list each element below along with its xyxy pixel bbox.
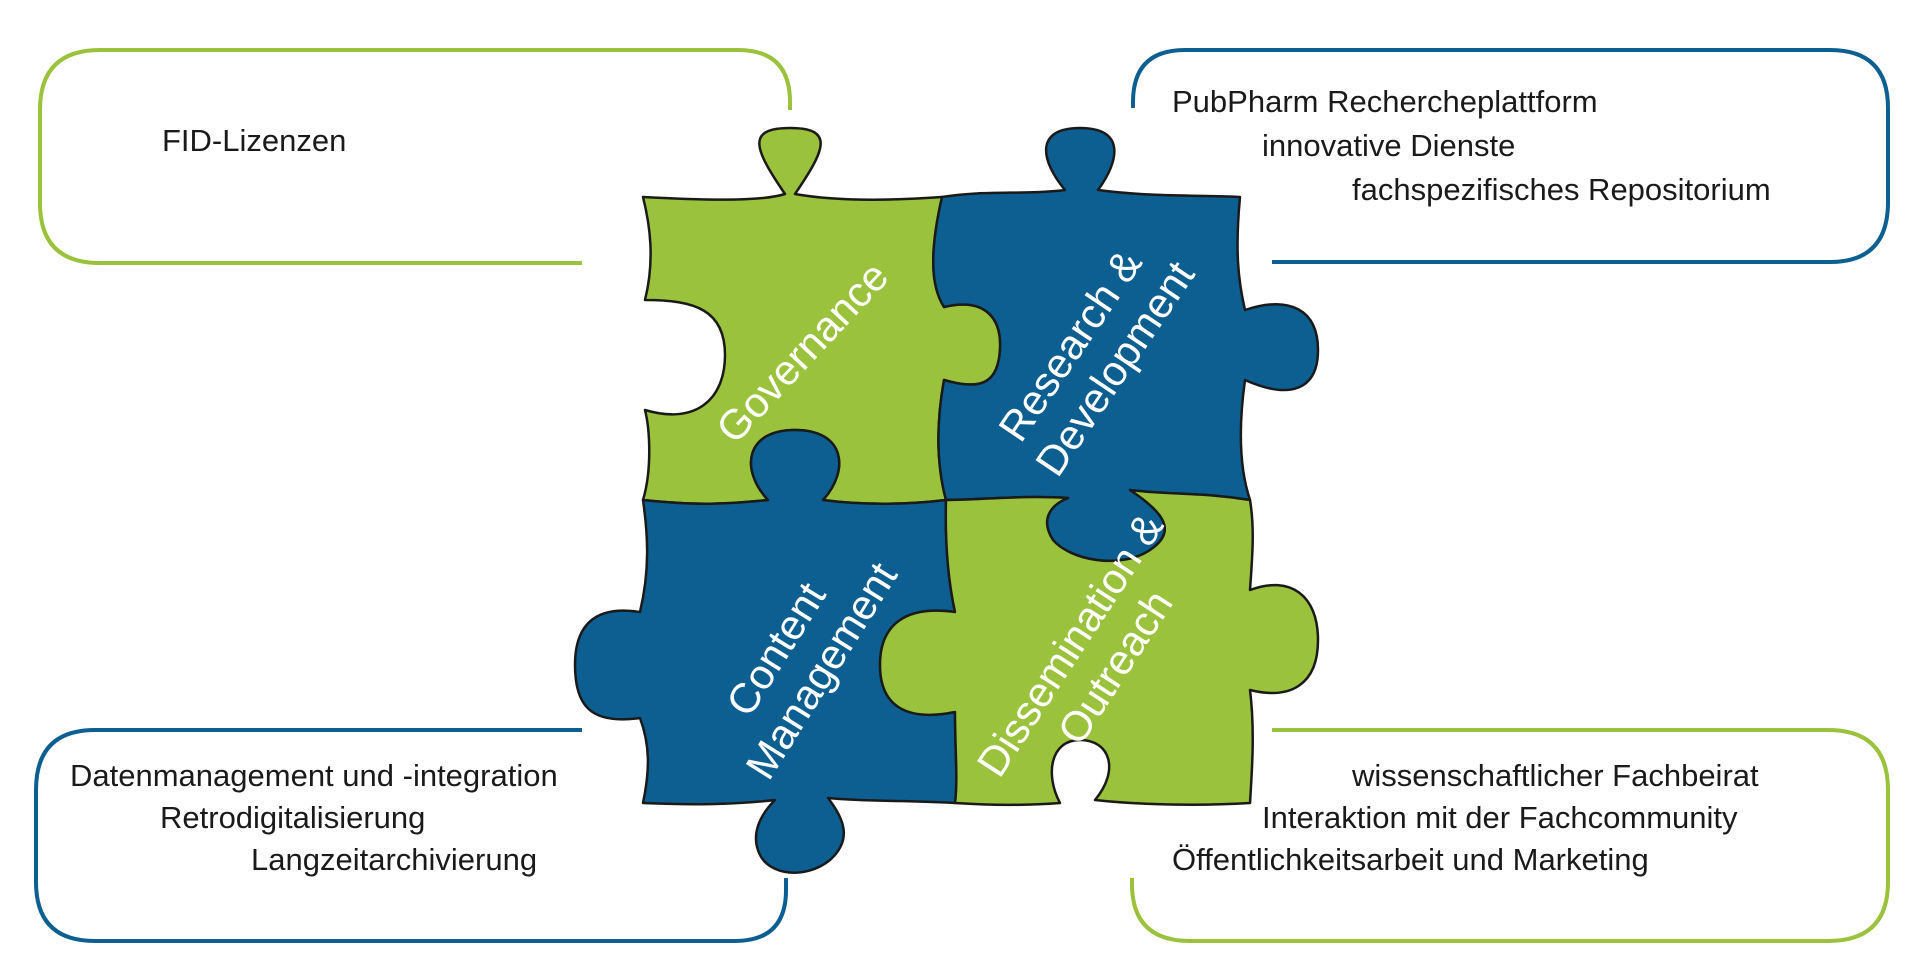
box-top-right-line-2: innovative Dienste	[1262, 128, 1516, 163]
box-top-left-line-1: FID-Lizenzen	[162, 123, 347, 158]
puzzle-piece-dissemination	[878, 488, 1320, 807]
box-top-right-line-3: fachspezifisches Repositorium	[1352, 172, 1771, 207]
box-top-left-outline	[38, 48, 792, 265]
box-bottom-right-line-1: wissenschaftlicher Fachbeirat	[1352, 758, 1759, 793]
box-top-right-outline	[1131, 48, 1890, 264]
box-bottom-left-line-1: Datenmanagement und -integration	[70, 758, 558, 793]
box-bottom-right-line-3: Öffentlichkeitsarbeit und Marketing	[1172, 842, 1649, 877]
box-top-right-line-1: PubPharm Rechercheplattform	[1172, 84, 1598, 119]
box-bottom-right-line-2: Interaktion mit der Fachcommunity	[1262, 800, 1738, 835]
puzzle-piece-content	[573, 428, 958, 874]
box-bottom-left-outline	[34, 728, 788, 943]
box-bottom-left-line-2: Retrodigitalisierung	[160, 800, 426, 835]
box-bottom-right-outline	[1130, 728, 1890, 943]
box-bottom-left-line-3: Langzeitarchivierung	[251, 842, 538, 877]
